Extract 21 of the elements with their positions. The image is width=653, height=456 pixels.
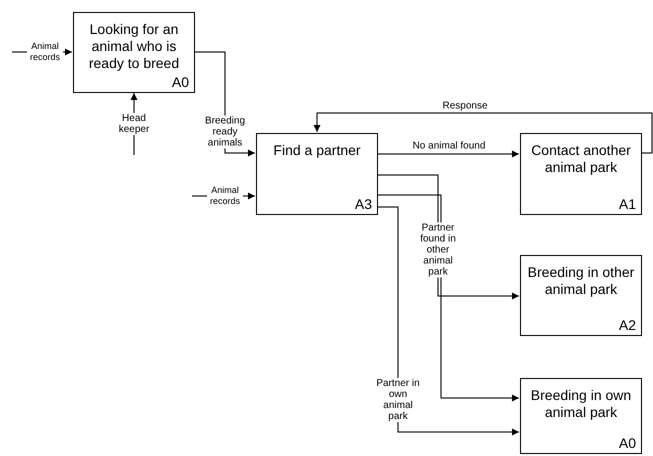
- arrow: [378, 150, 520, 158]
- activity-code: A1: [618, 196, 636, 212]
- activity-box: [520, 255, 642, 336]
- edge-label: Response: [441, 100, 489, 112]
- edge-label: Animal records: [207, 185, 243, 207]
- activity-box: [256, 133, 378, 215]
- edge-label: Animal records: [27, 41, 63, 63]
- activity-name: Breeding in own animal park: [530, 387, 632, 421]
- edge-label: No animal found: [412, 140, 486, 152]
- activity-code: A0: [172, 74, 189, 90]
- activity-box: [520, 378, 642, 454]
- activity-code: A2: [618, 317, 636, 333]
- activity-name: Looking for an animal who is ready to breed: [88, 21, 180, 72]
- activity-code: A3: [354, 196, 372, 212]
- activity-name: Find a partner: [272, 142, 362, 159]
- activity-box: [520, 133, 642, 215]
- arrow: [314, 112, 652, 154]
- activity-name: Breeding in other animal park: [526, 264, 636, 298]
- activity-box: [73, 12, 195, 93]
- activity-code: A0: [618, 435, 636, 451]
- activity-name: Contact another animal park: [530, 142, 632, 176]
